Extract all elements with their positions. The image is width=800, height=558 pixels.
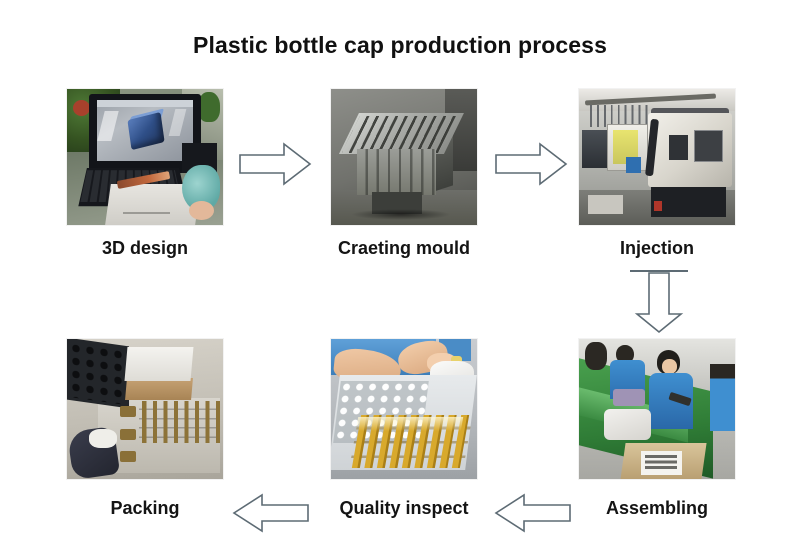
assembly-line-workers-photo	[578, 338, 736, 480]
packing-caps-boxes-photo	[66, 338, 224, 480]
step-label-packing: Packing	[110, 498, 180, 518]
laptop-cad-design-photo	[66, 88, 224, 226]
step-label-quality-inspect: Quality inspect	[339, 498, 469, 518]
step-label-3d-design: 3D design	[101, 238, 189, 258]
arrow-assembling-to-quality	[494, 492, 572, 534]
inspection-tray-caps-photo	[330, 338, 478, 480]
step-label-injection: Injection	[619, 238, 694, 258]
arrow-design-to-mould	[238, 141, 312, 187]
steel-mould-block-photo	[330, 88, 478, 226]
arrow-mould-to-injection	[494, 141, 568, 187]
step-label-creating-mould: Craeting mould	[337, 238, 470, 258]
arrow-quality-to-packing	[232, 492, 310, 534]
arrow-injection-to-assembling	[634, 272, 684, 334]
injection-underline-rule	[630, 270, 688, 272]
injection-moulding-machine-photo	[578, 88, 736, 226]
step-label-assembling: Assembling	[605, 498, 709, 518]
page-title: Plastic bottle cap production process	[193, 32, 607, 58]
